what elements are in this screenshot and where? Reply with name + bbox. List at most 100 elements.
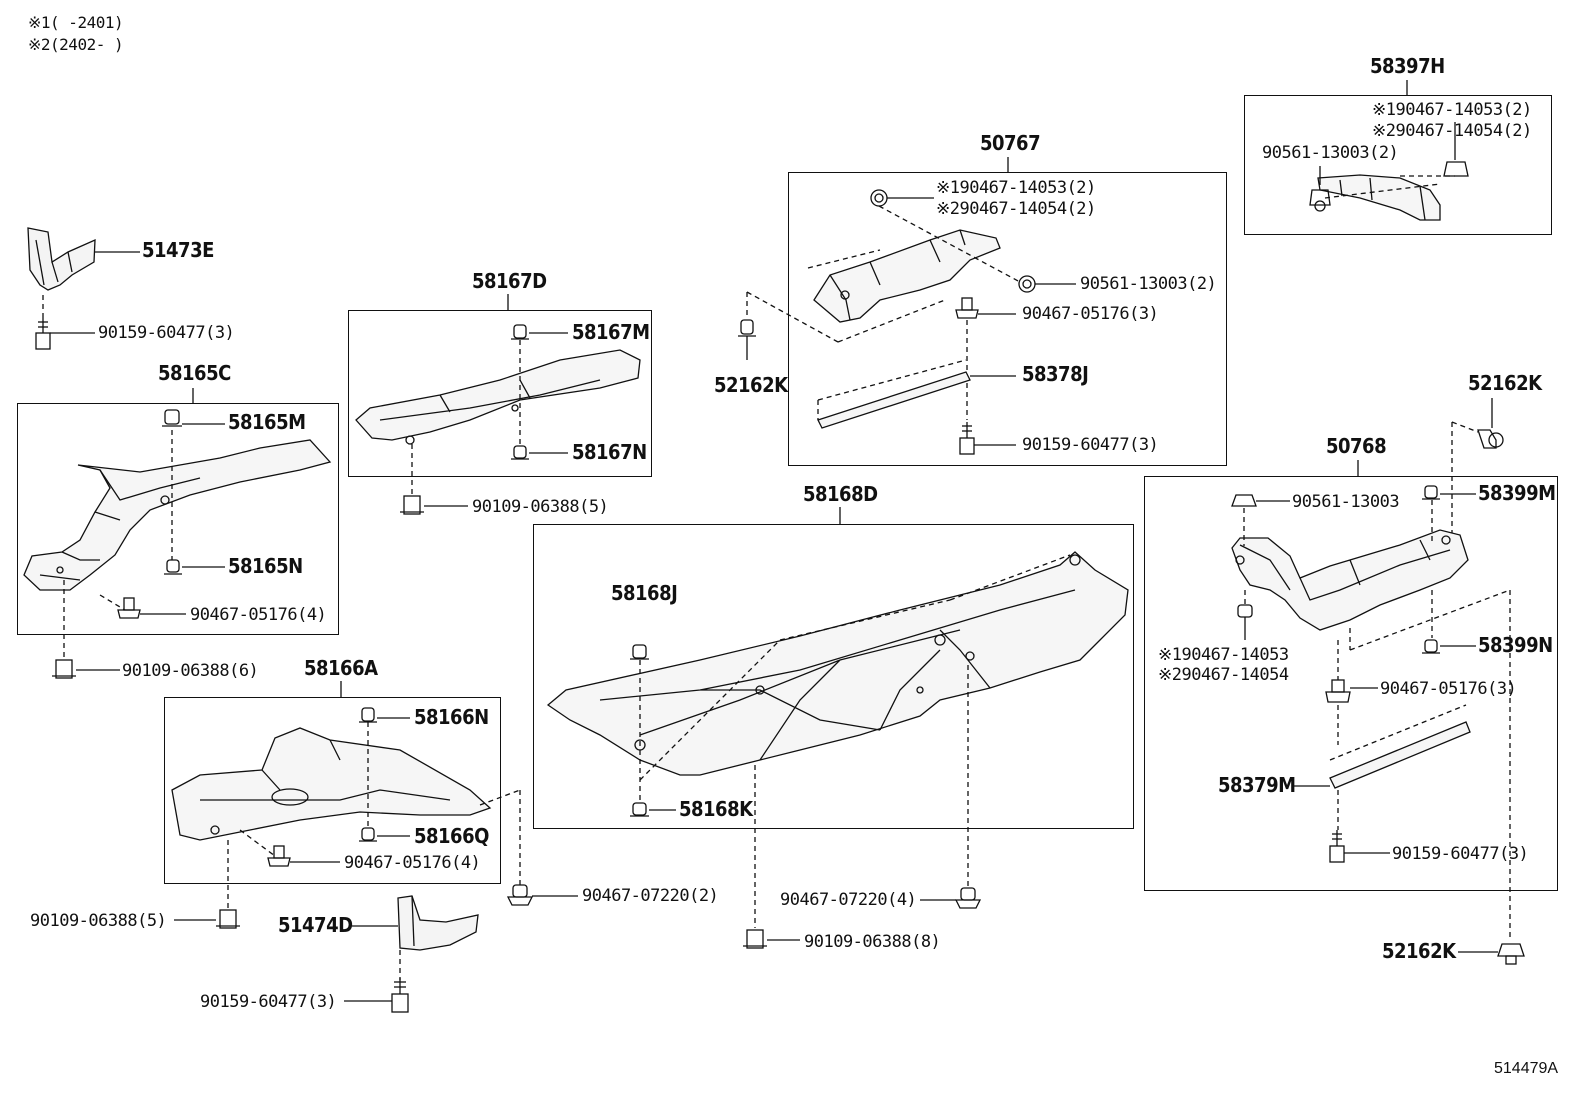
box-58168D [533, 524, 1134, 829]
label-58379m[interactable]: 58379M [1218, 773, 1296, 797]
cover-58166a-shape [171, 727, 492, 841]
bolt-58166a-b [216, 909, 240, 929]
clip-58399m [1422, 485, 1440, 500]
bolt-58167d-a [400, 495, 424, 515]
note-1: ※1( -2401) [28, 13, 124, 32]
label-50767-a[interactable]: ※190467-14053(2) [936, 178, 1096, 198]
label-50768-d[interactable]: 90467-05176(3) [1380, 679, 1517, 699]
label-51474d-a[interactable]: 90159-60477(3) [200, 992, 337, 1012]
clip-58168j [630, 644, 649, 660]
clip-52162k-2 [1477, 429, 1504, 449]
clip-52162k-3 [1497, 943, 1525, 965]
label-58166a-a[interactable]: 90467-05176(4) [344, 853, 481, 873]
label-58165n[interactable]: 58165N [228, 554, 303, 578]
label-58167m[interactable]: 58167M [572, 320, 650, 344]
label-50767-d[interactable]: 90467-05176(3) [1022, 304, 1159, 324]
label-50768-b[interactable]: ※190467-14053 [1158, 645, 1289, 665]
bolt-90109-06388-8 [743, 929, 767, 949]
cover-58167d-shape [355, 349, 641, 445]
box-50768 [1144, 476, 1558, 891]
label-58166n[interactable]: 58166N [414, 705, 489, 729]
clip-52162k-1 [738, 319, 756, 360]
nut-58397h-a [1443, 161, 1469, 177]
nut-58166a-a [267, 845, 291, 867]
label-52162k-2[interactable]: 52162K [1468, 371, 1542, 395]
nut-50767-d [955, 297, 979, 319]
clip-58167n [511, 445, 529, 460]
label-58399n[interactable]: 58399N [1478, 633, 1553, 657]
label-58168k[interactable]: 58168K [679, 797, 753, 821]
label-58378j[interactable]: 58378J [1022, 362, 1089, 386]
label-52162k-1[interactable]: 52162K [714, 373, 788, 397]
clip-90561-50767 [1018, 275, 1036, 293]
nut-50767-a [870, 189, 888, 207]
note-2: ※2(2402- ) [28, 35, 124, 54]
label-58168d[interactable]: 58168D [803, 482, 878, 506]
clip-58166n [359, 707, 377, 723]
nut-90467-07220-2 [506, 884, 534, 906]
label-58165c-a[interactable]: 90467-05176(4) [190, 605, 327, 625]
label-58166a[interactable]: 58166A [304, 656, 378, 680]
cover-50767-shape [813, 229, 1001, 323]
clip-58165m [162, 409, 182, 427]
label-58166q[interactable]: 58166Q [414, 824, 489, 848]
cover-50768-shape [1231, 529, 1469, 631]
label-90467-07220-2[interactable]: 90467-07220(2) [582, 886, 719, 906]
label-58397h-b[interactable]: ※290467-14054(2) [1372, 121, 1532, 141]
diagram-reference-code: 514479A [1494, 1060, 1559, 1077]
clip-58167m [511, 324, 529, 340]
label-58397h-c[interactable]: 90561-13003(2) [1262, 143, 1399, 163]
label-52162k-3[interactable]: 52162K [1382, 939, 1456, 963]
bolt-50768-e [1329, 830, 1345, 863]
label-58397h-a[interactable]: ※190467-14053(2) [1372, 100, 1532, 120]
label-50768-e[interactable]: 90159-60477(3) [1392, 844, 1529, 864]
box-58166A [164, 697, 501, 884]
bracket-51474d-shape [397, 895, 479, 951]
label-58167n[interactable]: 58167N [572, 440, 647, 464]
clip-58399n [1422, 639, 1440, 654]
clip-50768-a [1231, 494, 1257, 507]
clip-58168k [630, 802, 649, 817]
nut-50768-d [1325, 679, 1351, 703]
bolt-51474d-a [391, 978, 409, 1013]
label-58397h[interactable]: 58397H [1370, 54, 1445, 78]
clip-58397h-c [1309, 189, 1331, 212]
bolt-50767-e [959, 422, 975, 455]
label-50767-c[interactable]: 90561-13003(2) [1080, 274, 1217, 294]
label-50768-a[interactable]: 90561-13003 [1292, 492, 1400, 512]
label-58168j[interactable]: 58168J [611, 581, 678, 605]
label-50768[interactable]: 50768 [1326, 434, 1387, 458]
label-58167d[interactable]: 58167D [472, 269, 547, 293]
strip-58378j-shape [817, 371, 971, 429]
label-58165c[interactable]: 58165C [158, 361, 231, 385]
label-58167d-a[interactable]: 90109-06388(5) [472, 497, 609, 517]
strip-58379m-shape [1329, 721, 1471, 789]
label-50767[interactable]: 50767 [980, 131, 1041, 155]
label-50767-b[interactable]: ※290467-14054(2) [936, 199, 1096, 219]
bracket-58397h-shape [1317, 174, 1441, 221]
box-58167D [348, 310, 652, 477]
bolt-51473e-a [35, 318, 51, 350]
label-50768-c[interactable]: ※290467-14054 [1158, 665, 1289, 685]
clip-58166q [359, 827, 377, 842]
cover-58168d-shape [546, 551, 1129, 776]
label-58165m[interactable]: 58165M [228, 410, 306, 434]
label-58165c-b[interactable]: 90109-06388(6) [122, 661, 259, 681]
label-58166a-b[interactable]: 90109-06388(5) [30, 911, 167, 931]
label-51474d[interactable]: 51474D [278, 913, 353, 937]
label-51473e[interactable]: 51473E [142, 238, 214, 262]
label-50767-e[interactable]: 90159-60477(3) [1022, 435, 1159, 455]
nut-58165c-a [117, 597, 141, 619]
label-51473e-a[interactable]: 90159-60477(3) [98, 323, 235, 343]
cover-58165c-shape [23, 439, 332, 591]
bolt-50768-b [1237, 604, 1253, 640]
label-90109-06388-8[interactable]: 90109-06388(8) [804, 932, 941, 952]
label-58399m[interactable]: 58399M [1478, 481, 1556, 505]
bracket-51473e-shape [27, 227, 96, 291]
bolt-58165c-b [52, 659, 76, 679]
label-90467-07220-4[interactable]: 90467-07220(4) [780, 890, 917, 910]
box-58165C [17, 403, 339, 635]
box-50767 [788, 172, 1227, 466]
nut-90467-07220-4 [954, 887, 982, 909]
